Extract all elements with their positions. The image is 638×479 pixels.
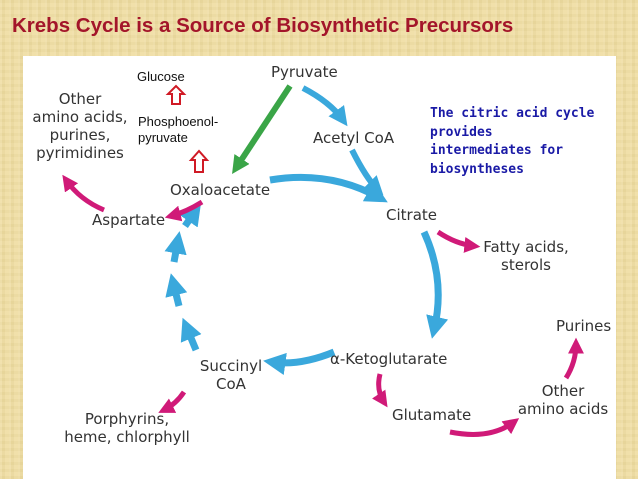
pep-label: Phosphoenol-pyruvate [138, 114, 219, 145]
aspartate-label: Aspartate [92, 211, 166, 229]
diagram-panel [23, 56, 616, 479]
oxaloacetate-label: Oxaloacetate [170, 181, 271, 199]
arrow-oxaloacetate-to-aspartate [164, 199, 204, 222]
citrate-label: Citrate [386, 206, 437, 224]
pyruvate-label: Pyruvate [271, 63, 338, 81]
arrow-pyruvate-to-oxaloacetate [232, 84, 293, 175]
arrow-oxaloacetate-to-pep [188, 149, 210, 173]
arrow-succinylcoa-up-2 [165, 273, 188, 307]
arrow-ketoglutarate-to-succinylcoa [263, 348, 336, 375]
arrow-pep-to-glucose [165, 84, 187, 105]
fatty-acids-label: Fatty acids,sterols [483, 238, 569, 274]
slide-title: Krebs Cycle is a Source of Biosynthetic … [12, 14, 514, 37]
arrow-citrate-to-fattyacids [436, 229, 481, 253]
arrow-aspartate-to-other [62, 174, 105, 213]
arrow-pyruvate-to-acetylcoa [301, 85, 348, 127]
acetyl-coa-label: Acetyl CoA [313, 129, 395, 147]
arrow-ketoglutarate-to-glutamate [372, 373, 388, 408]
arrow-succinylcoa-up-4 [179, 202, 202, 228]
porphyrins-label: Porphyrins,heme, chlorphyll [64, 410, 190, 446]
arrow-oxaloacetate-to-citrate [269, 173, 388, 203]
arrow-succinylcoa-to-porphyrins [158, 390, 187, 413]
arrow-other-to-purines [563, 337, 584, 380]
arrow-succinylcoa-up-3 [164, 231, 187, 263]
glutamate-label: Glutamate [392, 406, 472, 424]
glucose-label: Glucose [137, 69, 185, 84]
purines-label: Purines [556, 317, 612, 335]
arrow-glutamate-to-other [449, 418, 520, 437]
arrow-citrate-to-ketoglutarate [420, 230, 449, 339]
ketoglutarate-label: α-Ketoglutarate [330, 350, 448, 368]
arrow-succinylcoa-up-1 [180, 317, 202, 352]
